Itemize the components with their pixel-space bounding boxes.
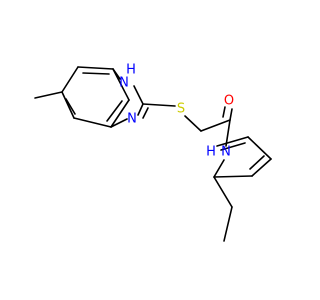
bond-ethyl-1 (213, 176, 233, 208)
bond-imid-3b (142, 107, 149, 119)
bond-ch2-co (200, 119, 231, 132)
bond-phenyl-2b (249, 155, 265, 170)
bond-benzo-3b (82, 72, 110, 75)
atom-h-imidazole: H (126, 63, 136, 78)
bond-phenyl-3 (247, 136, 272, 160)
atom-sulfur: S (177, 102, 185, 117)
bond-c2-s (142, 103, 176, 107)
atom-labels: H N N S O N H (119, 63, 234, 160)
bond-methyl (34, 91, 63, 99)
bond-benzo-2 (61, 66, 79, 93)
atom-n-amide: N (221, 145, 231, 160)
bonds (34, 66, 272, 242)
bond-imid-3 (137, 103, 144, 116)
bond-co-o-2 (222, 106, 226, 118)
bond-co-n (225, 119, 231, 147)
bond-phenyl-2 (251, 158, 272, 177)
bond-benzo-5 (110, 99, 130, 128)
bond-benzo-1 (61, 91, 75, 119)
bond-benzo-1b (65, 98, 76, 115)
bond-benzo-3 (77, 66, 114, 70)
bond-ethyl-2 (223, 206, 233, 242)
molecule-structure-diagram: H N N S O N H (34, 63, 272, 242)
bond-benzo-5b (106, 100, 123, 122)
atom-n-imidazole: N (127, 112, 137, 127)
bond-imid-2 (133, 85, 144, 105)
atom-n-imidazole-h: N (119, 76, 129, 91)
bond-s-ch2 (184, 115, 202, 132)
atom-h-amide: H (206, 145, 216, 160)
bond-phenyl-4 (216, 136, 249, 147)
structure-svg: H N N S O N H (34, 63, 272, 242)
bond-benzo-6 (73, 117, 112, 128)
atom-oxygen: O (224, 94, 234, 109)
bond-phenyl-4b (220, 142, 246, 151)
bond-n-aryl (213, 159, 225, 178)
bond-imid-4 (110, 118, 128, 128)
bond-phenyl-1 (213, 175, 253, 178)
bond-co-o-1 (229, 108, 233, 121)
bond-imid-1 (112, 68, 121, 80)
